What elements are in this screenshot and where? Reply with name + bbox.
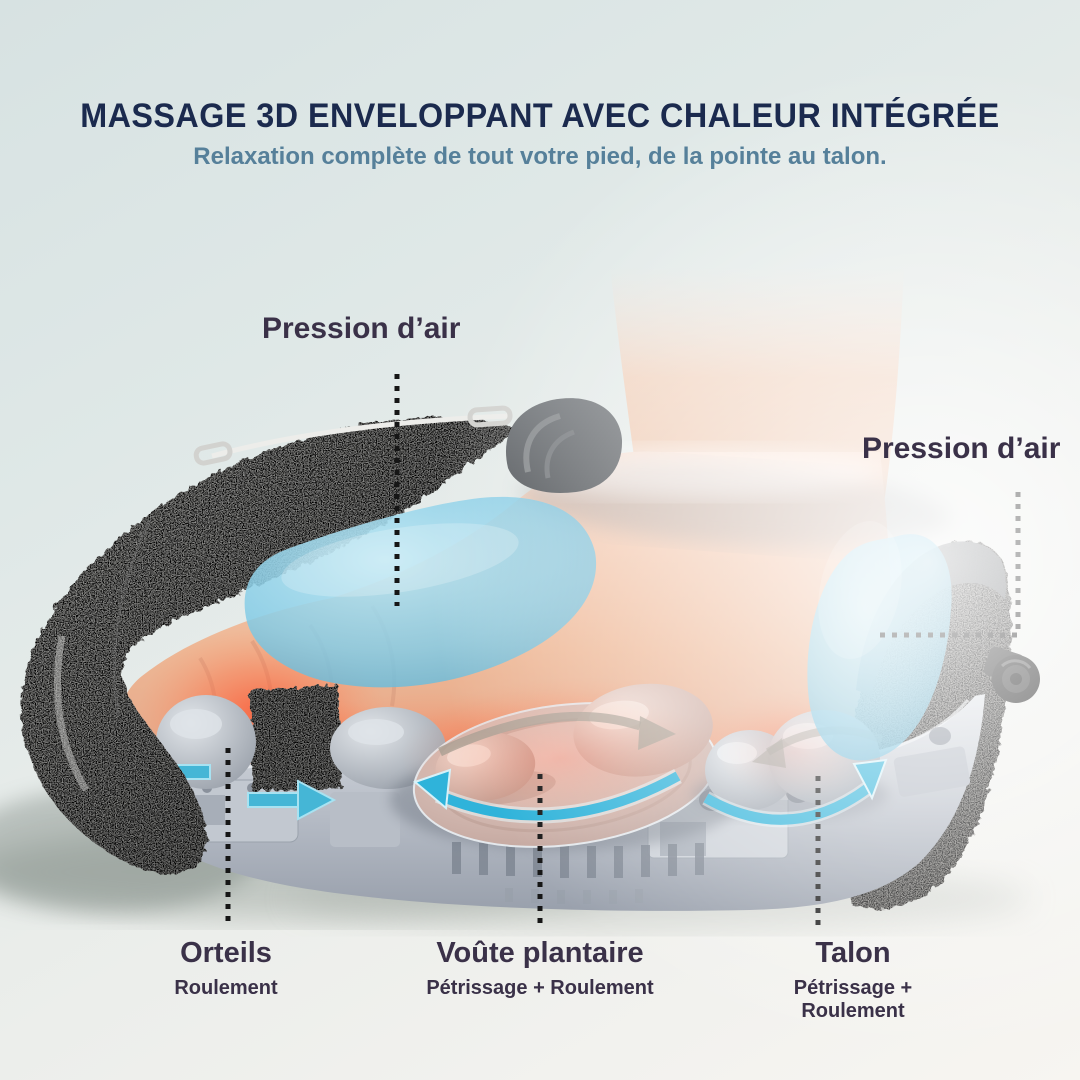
callout-heel: Talon Pétrissage + Roulement (740, 937, 967, 1023)
page-title-text: MASSAGE 3D ENVELOPPANT AVEC CHALEUR INTÉ… (80, 97, 1000, 135)
callout-toes-sublabel: Roulement (174, 976, 278, 999)
fabric-dome (20, 417, 520, 874)
callout-arch: Voûte plantaire Pétrissage + Roulement (426, 937, 654, 1000)
rotation-arrow-gray-arch-icon (438, 711, 642, 757)
callout-toes-label: Orteils (180, 937, 272, 969)
air-zone-heel (807, 534, 952, 761)
toe-rollers (156, 685, 446, 792)
ankle-collar (505, 398, 623, 493)
callout-arch-label: Voûte plantaire (436, 937, 644, 969)
air-zone-midfoot (244, 496, 597, 688)
dotted-connectors (225, 374, 1021, 928)
callout-heel-sublabel: Pétrissage + Roulement (793, 976, 913, 1022)
rotation-arrow-teal-arch-icon (436, 771, 681, 821)
callout-air-pressure-right: Pression d’air (862, 432, 1061, 465)
air-pressure-zones (244, 496, 952, 761)
page-title: MASSAGE 3D ENVELOPPANT AVEC CHALEUR INTÉ… (0, 97, 1080, 136)
heel-collar-band (856, 541, 1006, 696)
callout-air-pressure-left: Pression d’air (262, 312, 461, 345)
callout-arch-sublabel: Pétrissage + Roulement (426, 976, 654, 999)
dome-seams (53, 519, 152, 792)
slide-arrow-right-icon (247, 779, 337, 821)
vent-slots-lower (505, 888, 643, 904)
callout-heel-label: Talon (815, 937, 891, 969)
rotation-arrow-teal-heel-icon (703, 783, 871, 825)
callout-toes: Orteils Roulement (174, 937, 278, 1000)
side-knob (983, 646, 1040, 703)
page-subtitle: Relaxation complète de tout votre pied, … (193, 143, 887, 170)
